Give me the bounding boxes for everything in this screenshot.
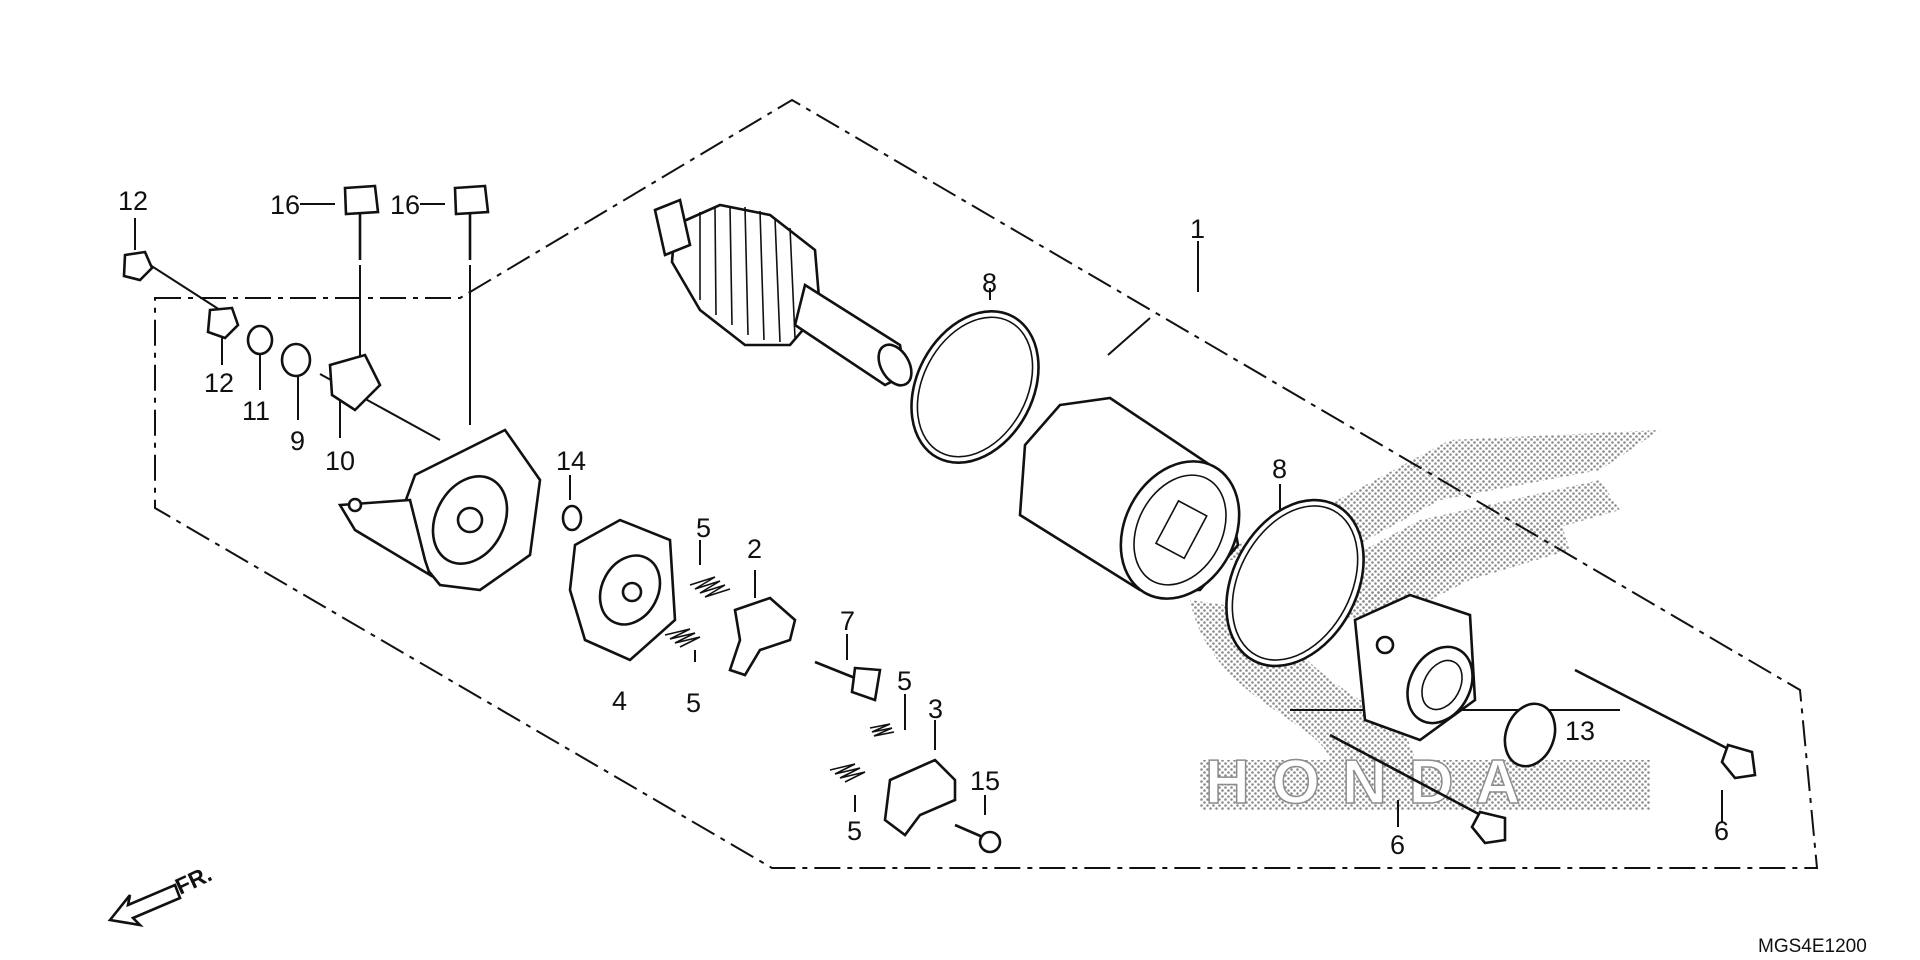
armature bbox=[653, 198, 913, 387]
callout-15: 15 bbox=[970, 766, 1000, 796]
diagram-code: MGS4E1200 bbox=[1758, 936, 1867, 957]
callout-6-right: 6 bbox=[1714, 816, 1729, 846]
brush-2 bbox=[728, 596, 797, 677]
starter-rear-cover bbox=[1353, 593, 1477, 742]
callout-10: 10 bbox=[325, 446, 355, 476]
callout-16-right: 16 bbox=[390, 190, 420, 220]
o-ring-13 bbox=[1503, 702, 1557, 768]
callout-6-left: 6 bbox=[1390, 830, 1405, 860]
terminal-bolt-7 bbox=[814, 660, 882, 702]
callout-8-lower: 8 bbox=[1272, 454, 1287, 484]
callout-16-left: 16 bbox=[270, 190, 300, 220]
brush-holder-4 bbox=[568, 518, 677, 662]
callout-13: 13 bbox=[1565, 716, 1595, 746]
brush-3 bbox=[883, 758, 957, 837]
callout-9: 9 bbox=[290, 426, 305, 456]
insulator-9 bbox=[280, 342, 312, 378]
o-ring-8-lower bbox=[1225, 498, 1365, 668]
terminal-10 bbox=[328, 353, 382, 412]
front-end-small-parts bbox=[122, 250, 583, 532]
through-bolts-6 bbox=[1329, 668, 1757, 845]
callout-5-c: 5 bbox=[897, 666, 912, 696]
brush-springs-5 bbox=[664, 576, 895, 783]
honda-watermark-text: HONDA bbox=[1205, 748, 1542, 817]
assembly-boundary bbox=[154, 98, 1819, 869]
callout-5-d: 5 bbox=[847, 816, 862, 846]
front-direction-arrow: FR. bbox=[107, 860, 216, 927]
nut-12-inner bbox=[206, 306, 240, 340]
callout-8-upper: 8 bbox=[982, 268, 997, 298]
screw-15 bbox=[954, 823, 1002, 854]
callout-numbers: 1 8 8 14 5 2 7 4 5 5 3 15 5 13 6 6 12 12… bbox=[118, 186, 1729, 860]
starter-front-cover bbox=[337, 428, 542, 592]
nut-12-outer bbox=[122, 250, 154, 282]
callout-11: 11 bbox=[242, 396, 270, 426]
washer-11 bbox=[246, 324, 274, 356]
callout-2: 2 bbox=[747, 534, 762, 564]
callout-12-outer: 12 bbox=[118, 186, 148, 216]
callout-5-a: 5 bbox=[696, 513, 711, 543]
callout-3: 3 bbox=[928, 694, 943, 724]
callout-4: 4 bbox=[612, 686, 627, 716]
bolts-16 bbox=[343, 184, 490, 260]
callout-1: 1 bbox=[1190, 214, 1205, 244]
callout-5-b: 5 bbox=[686, 688, 701, 718]
o-ring-8-upper bbox=[910, 309, 1040, 465]
washer-14 bbox=[561, 504, 583, 532]
callout-7: 7 bbox=[840, 606, 855, 636]
starter-yoke bbox=[1018, 396, 1241, 600]
callout-12-inner: 12 bbox=[204, 368, 234, 398]
callout-14: 14 bbox=[556, 446, 586, 476]
